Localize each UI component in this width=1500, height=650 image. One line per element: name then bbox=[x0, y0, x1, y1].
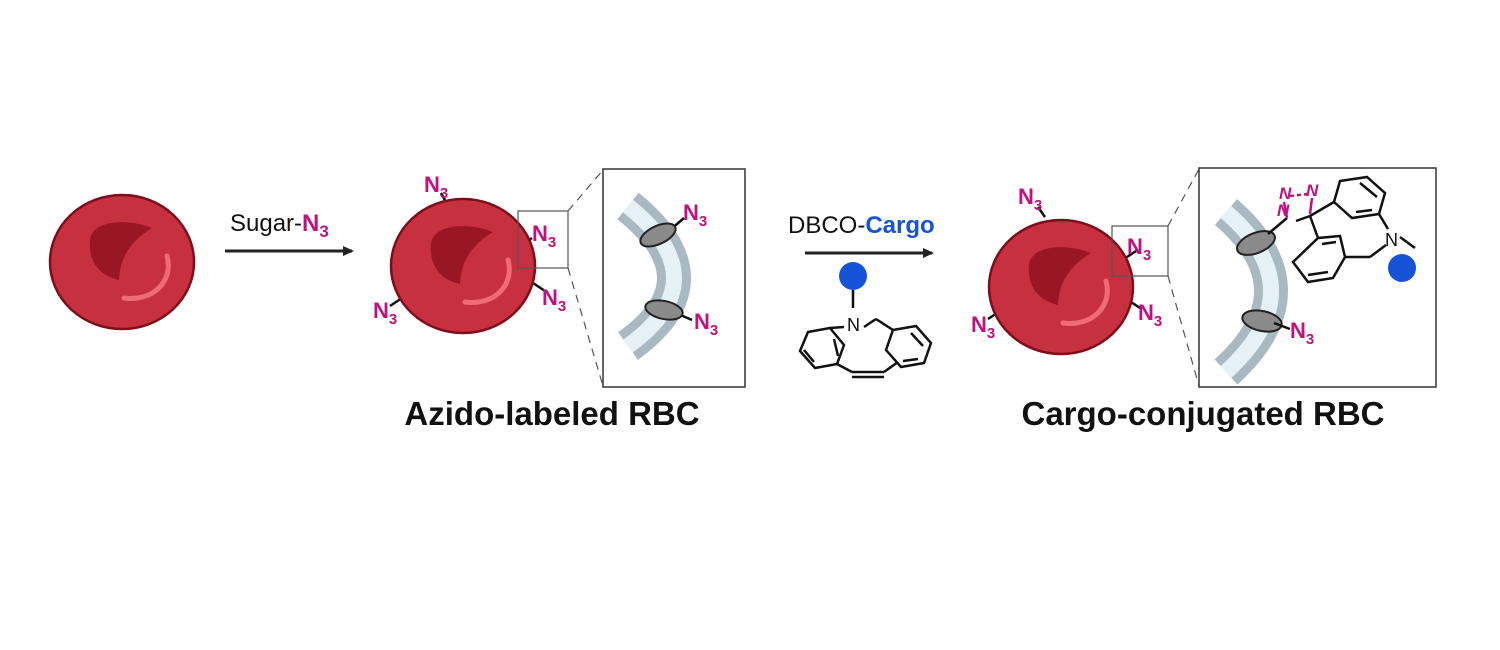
svg-text:DBCO-Cargo: DBCO-Cargo bbox=[788, 212, 935, 239]
svg-text:N: N bbox=[1277, 201, 1290, 220]
membrane-inset-azido: N3 N3 bbox=[602, 168, 746, 388]
svg-text:N3: N3 bbox=[971, 312, 995, 342]
azide-labels-2: N3 N3 N3 N3 bbox=[971, 184, 1162, 342]
svg-text:N3: N3 bbox=[373, 298, 397, 328]
svg-text:N3: N3 bbox=[542, 285, 566, 315]
svg-text:N3: N3 bbox=[683, 200, 707, 230]
zoom-indicator-2 bbox=[1111, 168, 1200, 387]
cargo-bead-icon bbox=[839, 262, 867, 290]
cargo-bead-icon bbox=[1388, 254, 1416, 282]
membrane-inset-conjugated: N3 N N N N bbox=[1198, 167, 1437, 388]
svg-text:N: N bbox=[1279, 184, 1292, 203]
dbco-nitrogen: N bbox=[847, 315, 860, 335]
svg-text:N: N bbox=[1385, 230, 1398, 250]
svg-text:N: N bbox=[1306, 181, 1319, 200]
step1-reagent-label: Sugar-N3 bbox=[230, 210, 329, 241]
rbc-conjugated bbox=[988, 206, 1141, 354]
caption-conjugated-rbc: Cargo-conjugated RBC bbox=[1022, 395, 1385, 432]
zoom-indicator-1 bbox=[517, 169, 604, 387]
svg-text:N3: N3 bbox=[1018, 184, 1042, 214]
svg-text:N3: N3 bbox=[532, 221, 556, 251]
caption-azido-rbc: Azido-labeled RBC bbox=[404, 395, 699, 432]
dbco-molecule-icon bbox=[798, 262, 933, 379]
svg-text:N3: N3 bbox=[1127, 234, 1151, 264]
rbc-plain bbox=[50, 195, 194, 329]
svg-text:Sugar-N3: Sugar-N3 bbox=[230, 210, 329, 241]
step2-reagent-label: DBCO-Cargo bbox=[788, 212, 935, 239]
svg-text:N3: N3 bbox=[424, 172, 448, 202]
svg-text:N3: N3 bbox=[1138, 300, 1162, 330]
rbc-azido bbox=[390, 192, 546, 333]
svg-text:N3: N3 bbox=[694, 309, 718, 339]
azide-labels-1: N3 N3 N3 N3 bbox=[373, 172, 566, 328]
svg-text:N3: N3 bbox=[1290, 318, 1314, 348]
